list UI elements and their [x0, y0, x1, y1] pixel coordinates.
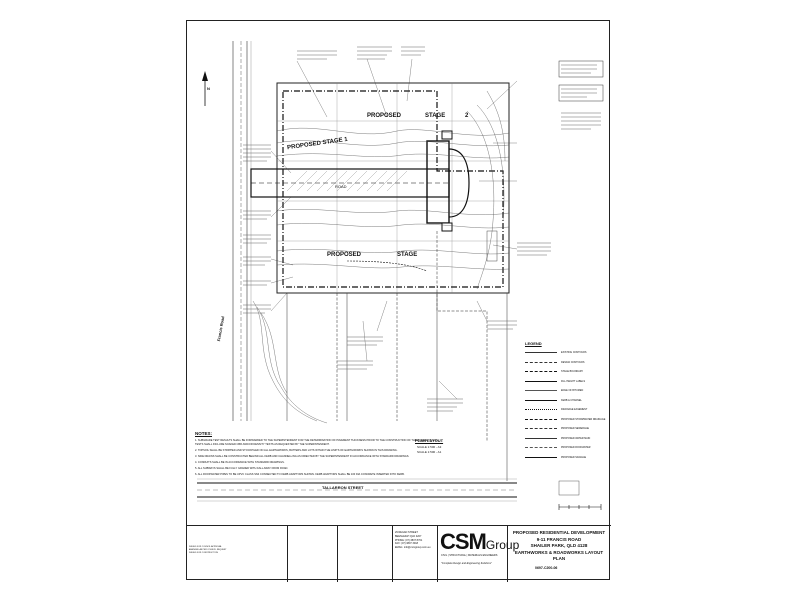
project-title: PROPOSED RESIDENTIAL DEVELOPMENT 9-11 FR…: [512, 530, 606, 562]
revision-table: ISSUED FOR COUNCIL APPROVAL AMENDED AS P…: [189, 546, 227, 555]
revision-row: AMENDED AS PER COUNCIL REQUEST: [189, 549, 227, 551]
north-arrow-icon: N: [207, 86, 210, 91]
revision-row: ISSUED FOR CONSTRUCTION: [189, 552, 218, 554]
note-item: 1. SUBGRADE TEST RESULTS SHALL BE FORWAR…: [195, 439, 439, 446]
proposed-top-label: PROPOSED: [367, 113, 402, 119]
legend-item: EXISTING CONTOURS: [525, 348, 607, 358]
note-item: 4. CONDUITS SHALL BE IN ACCORDANCE WITH …: [195, 460, 285, 464]
general-notes: NOTES: 1. SUBGRADE TEST RESULTS SHALL BE…: [195, 431, 440, 479]
stage-boundary-swatch: [525, 371, 557, 373]
fill-height-swatch: [525, 380, 557, 382]
legend-item: PROPOSED SIGNAGE: [525, 453, 607, 463]
revision-row: ISSUED FOR COUNCIL APPROVAL: [189, 546, 222, 548]
site-plan-drawing: [197, 41, 604, 510]
drawing-sheet: PROPOSED STAGE 1 PROPOSED STAGE 2 PROPOS…: [186, 20, 611, 582]
note-item: 5. ALL SUBWAYS SHALL BE FULLY GRADED WIT…: [195, 466, 289, 470]
legend-item: PROPOSED WATER MAIN: [525, 434, 607, 444]
stage-lower-label: STAGE: [397, 252, 418, 258]
company-address: 29 REGAN STREET BEENLEIGH QLD 4207 PHONE…: [395, 531, 431, 549]
legend-heading: LEGEND: [525, 341, 542, 346]
edge-bitumen-swatch: [525, 390, 557, 392]
legend-item: PROPOSED SEWERAGE: [525, 424, 607, 434]
title-block: [187, 525, 611, 582]
drainage-easement-swatch: [525, 409, 557, 411]
legend-item: DESIGN CONTOURS: [525, 358, 607, 368]
legend-item: PROPOSED STORMWATER DRAINAGE: [525, 415, 607, 425]
water-main-swatch: [525, 437, 557, 439]
stormwater-swatch: [525, 418, 557, 420]
note-item: 6. ALL ROOFWATER PIPES TO BE UPVC CLASS …: [195, 472, 405, 476]
note-item: 2. TOPSOIL SHALL BE STRIPPED AND STOCKPI…: [195, 448, 398, 452]
stage-top-label: STAGE: [425, 113, 446, 119]
legend: LEGEND EXISTING CONTOURS DESIGN CONTOURS…: [525, 341, 607, 462]
notes-heading: NOTES:: [195, 431, 213, 436]
stage-2-number: 2: [465, 113, 469, 119]
sewerage-swatch: [525, 428, 557, 430]
scale-a1-label: SCALE 1:500 - A1: [417, 450, 442, 454]
street-name-label: TALLARRON STREET: [322, 485, 364, 490]
design-contour-swatch: [525, 361, 557, 363]
company-slogan: "Complete Design and Engineering Solutio…: [441, 562, 492, 565]
company-logo: CSMGroup: [440, 529, 520, 554]
legend-item: PROPOSED ROOFWATER: [525, 443, 607, 453]
proposed-lower-label: PROPOSED: [327, 252, 362, 258]
kerb-channel-swatch: [525, 399, 557, 401]
roofwater-swatch: [525, 447, 557, 449]
legend-item: DRAINAGE EASEMENT: [525, 405, 607, 415]
drawing-number: 0697-C200-06: [535, 566, 558, 570]
road-label: ROAD: [335, 184, 347, 189]
company-tagline: CIVIL | STRUCTURAL | MATERIALS ENGINEERS: [441, 554, 498, 557]
legend-item: KERB & CHANNEL: [525, 396, 607, 406]
plan-layout-label: PLAN LAYOUT: [415, 438, 444, 443]
existing-contour-swatch: [525, 352, 557, 354]
legend-item: EDGE OF BITUMEN: [525, 386, 607, 396]
legend-item: STAGE BOUNDARY: [525, 367, 607, 377]
note-item: 3. SIDE DRAINS SHALL BE CONSTRUCTED BEHI…: [195, 454, 410, 458]
legend-item: FILL HEIGHT LABELS: [525, 377, 607, 387]
scale-a3-label: SCALE 1:500 - A3: [417, 445, 442, 449]
signage-swatch: [525, 456, 557, 458]
